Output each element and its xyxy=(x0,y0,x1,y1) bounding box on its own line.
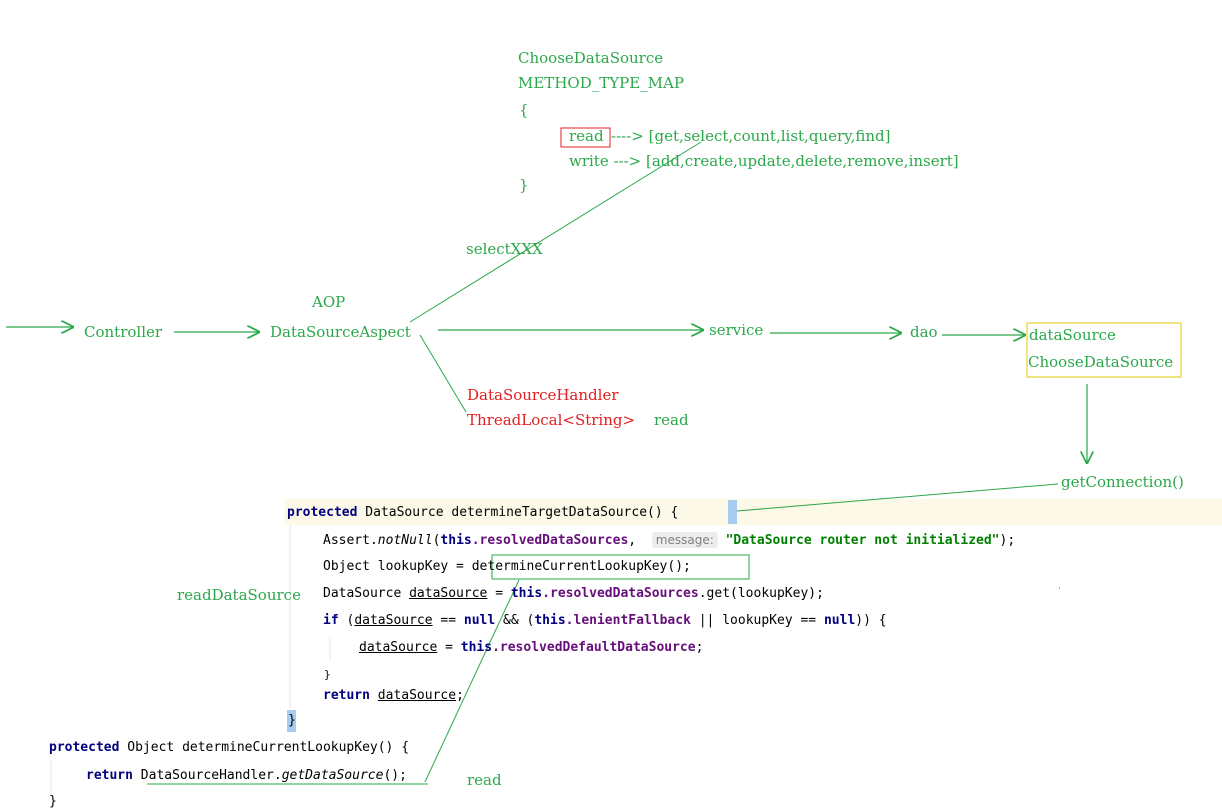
stray-dot xyxy=(1059,587,1060,589)
line-aspect-to-handler xyxy=(419,334,467,413)
brace-match-close xyxy=(287,710,296,732)
method-type-map-label: METHOD_TYPE_MAP xyxy=(518,74,684,92)
read-box xyxy=(560,127,611,148)
code-line-return: return dataSource; xyxy=(323,688,464,703)
read-datasource-label: readDataSource xyxy=(177,586,301,604)
line-lookup-to-handler-call xyxy=(424,579,520,783)
code2-line-return: return DataSourceHandler.getDataSource()… xyxy=(86,768,407,783)
select-xxx-label: selectXXX xyxy=(466,240,543,258)
parameter-hint: message: xyxy=(651,532,718,548)
map-write-line: write ---> [add,create,update,delete,rem… xyxy=(569,152,959,170)
line-aspect-to-read xyxy=(409,141,702,323)
get-connection-label: getConnection() xyxy=(1061,473,1184,491)
code-line-assert: Assert.notNull(this.resolvedDataSources,… xyxy=(323,532,1016,548)
datasource-box xyxy=(1026,322,1182,378)
code-line-lookup: Object lookupKey = determineCurrentLooku… xyxy=(323,559,691,574)
code-line-if: if (dataSource == null && (this.lenientF… xyxy=(323,613,887,628)
code-line-signature: protected DataSource determineTargetData… xyxy=(287,505,679,520)
lookup-call-box xyxy=(491,554,750,580)
code-line-datasource-get: DataSource dataSource = this.resolvedDat… xyxy=(323,586,824,601)
datasource-handler-label: DataSourceHandler xyxy=(467,386,619,404)
code-line-default: dataSource = this.resolvedDefaultDataSou… xyxy=(359,640,704,655)
threadlocal-label: ThreadLocal<String> xyxy=(467,411,636,429)
controller-node: Controller xyxy=(84,323,163,341)
datasource-aspect-node: DataSourceAspect xyxy=(270,323,411,341)
threadlocal-value: read xyxy=(654,411,689,429)
final-read-label: read xyxy=(467,771,502,789)
line-getconnection-to-code xyxy=(736,483,1059,512)
service-node: service xyxy=(709,321,764,339)
code-line-close: } xyxy=(288,713,296,728)
map-read-key: read xyxy=(569,127,604,145)
aop-label: AOP xyxy=(312,293,346,311)
code2-line-close: } xyxy=(49,794,57,809)
code-line-inner-close: } xyxy=(324,668,331,681)
code-line-highlight xyxy=(284,499,1222,525)
brace-match-open xyxy=(728,500,737,524)
map-read-values: ----> [get,select,count,list,query,find] xyxy=(611,127,891,145)
choose-datasource-title: ChooseDataSource xyxy=(518,49,664,67)
datasource-box-line1: dataSource xyxy=(1029,326,1116,344)
map-open-brace: { xyxy=(519,101,529,119)
datasource-box-line2: ChooseDataSource xyxy=(1028,353,1174,371)
map-close-brace: } xyxy=(519,176,529,194)
code2-line-signature: protected Object determineCurrentLookupK… xyxy=(49,740,410,755)
dao-node: dao xyxy=(910,323,938,341)
